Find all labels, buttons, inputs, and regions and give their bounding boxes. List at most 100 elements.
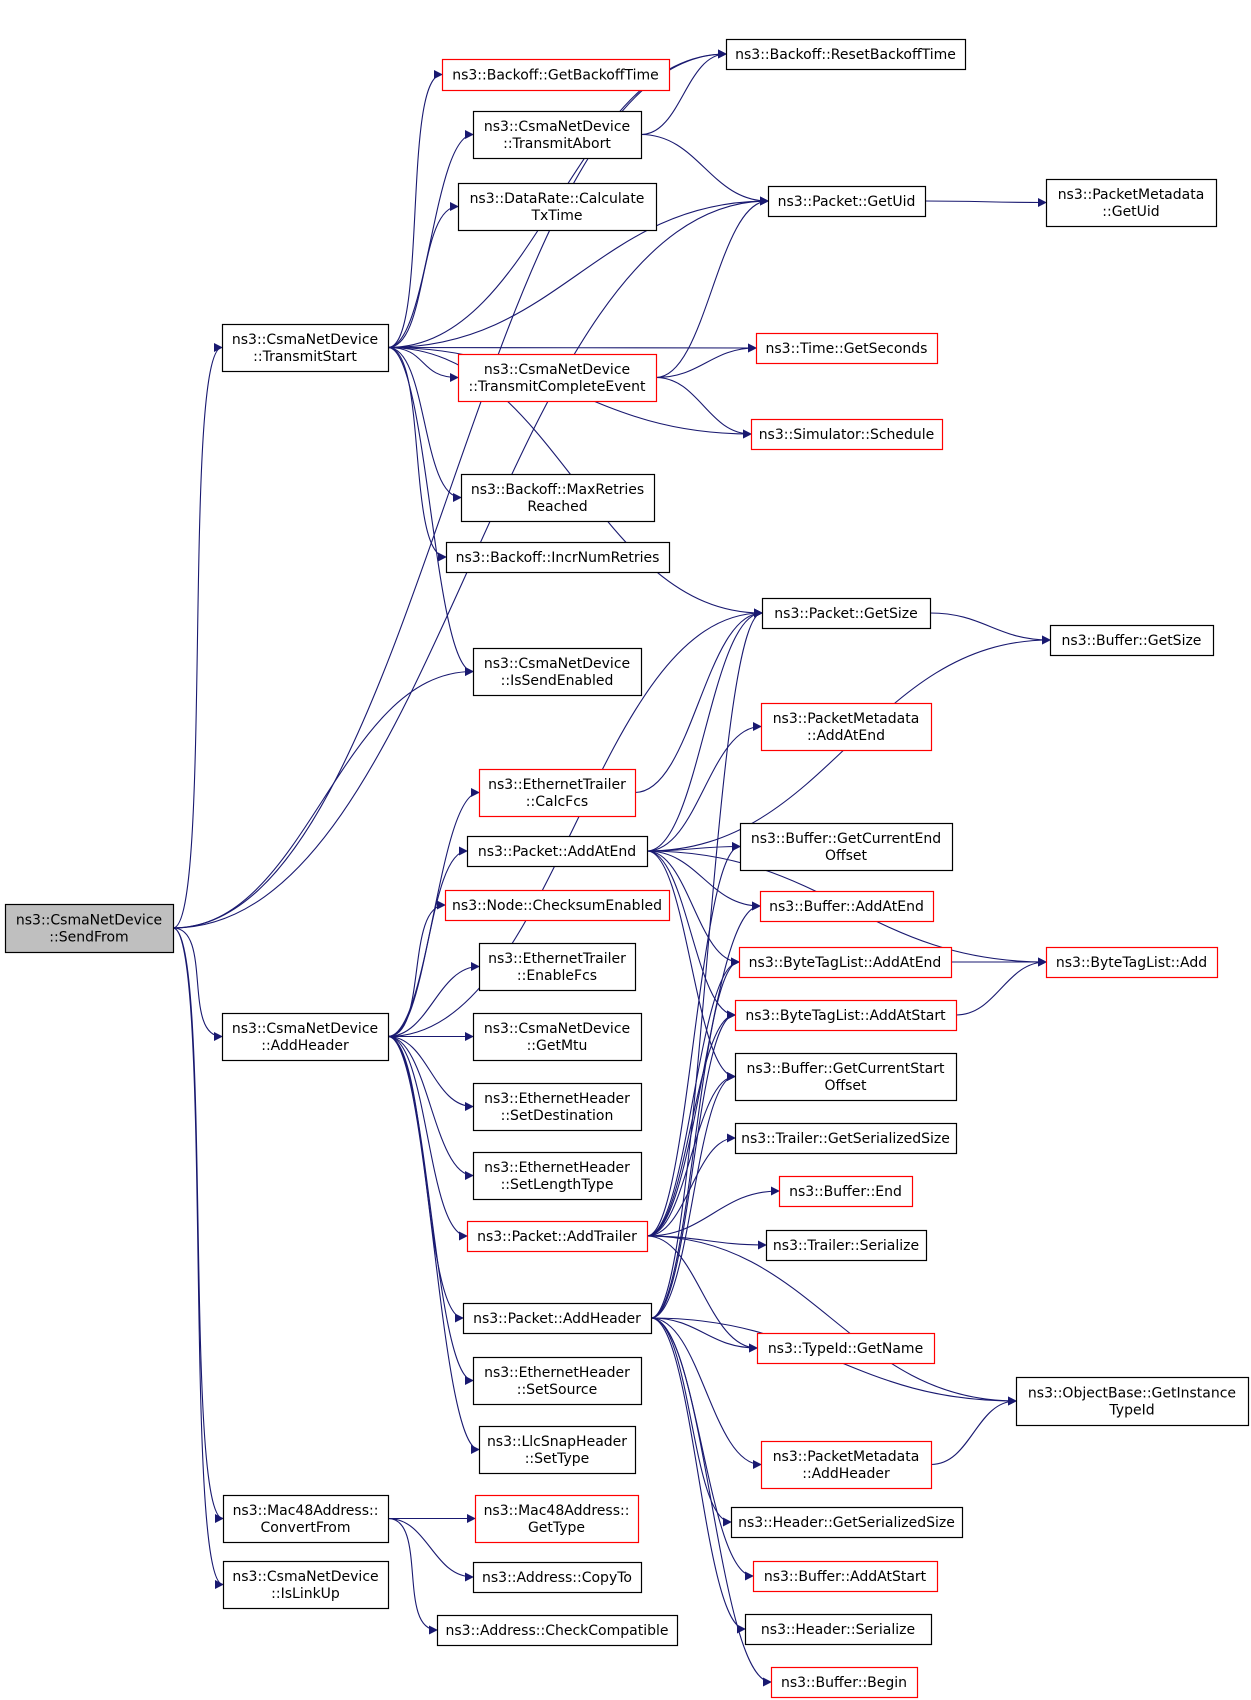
graph-node[interactable]: ns3::Packet::GetUid — [767, 185, 927, 218]
node-label: ::TransmitCompleteEvent — [468, 379, 646, 395]
graph-node[interactable]: ns3::EthernetTrailer::CalcFcs — [478, 768, 637, 818]
graph-node[interactable]: ns3::Trailer::Serialize — [765, 1229, 928, 1262]
node-box — [436, 1614, 679, 1647]
graph-node[interactable]: ns3::CsmaNetDevice::IsSendEnabled — [472, 647, 643, 697]
graph-node[interactable]: ns3::CsmaNetDevice::GetMtu — [472, 1012, 643, 1062]
graph-node[interactable]: ns3::Buffer::AddAtEnd — [759, 890, 935, 923]
graph-node[interactable]: ns3::CsmaNetDevice::TransmitAbort — [472, 110, 643, 160]
node-label: ns3::Header::GetSerializedSize — [738, 1515, 955, 1531]
graph-node[interactable]: ns3::CsmaNetDevice::TransmitStart — [221, 323, 390, 373]
node-label: ::IsSendEnabled — [501, 673, 614, 689]
graph-node[interactable]: ns3::Header::GetSerializedSize — [730, 1506, 964, 1539]
node-label: ::GetUid — [1102, 204, 1159, 220]
node-label: ::SetLengthType — [501, 1177, 614, 1193]
graph-node[interactable]: ns3::Buffer::GetSize — [1049, 624, 1215, 657]
node-label: ns3::PacketMetadata — [1058, 187, 1205, 203]
node-label: ns3::EthernetHeader — [484, 1160, 630, 1176]
graph-node[interactable]: ns3::Mac48Address::ConvertFrom — [222, 1494, 390, 1544]
graph-node[interactable]: ns3::Buffer::AddAtStart — [752, 1560, 939, 1593]
edge-n26-to-n18 — [387, 846, 468, 1038]
node-label: ns3::Buffer::GetSize — [1062, 633, 1202, 649]
graph-node[interactable]: ns3::Packet::AddHeader — [462, 1302, 653, 1335]
node-box — [472, 110, 643, 160]
graph-node[interactable]: ns3::EthernetHeader::SetSource — [472, 1356, 643, 1406]
graph-node[interactable]: ns3::PacketMetadata::AddAtEnd — [760, 702, 933, 752]
node-box — [744, 1613, 933, 1646]
edge-n40-to-n38 — [930, 1396, 1017, 1466]
node-label: ns3::Packet::AddAtEnd — [478, 844, 636, 860]
graph-node[interactable]: ns3::TypeId::GetName — [756, 1332, 936, 1365]
edge-n33-to-n25 — [646, 1010, 736, 1237]
node-box — [222, 1560, 390, 1610]
node-label: Offset — [825, 848, 868, 864]
node-box — [444, 889, 671, 922]
node-label: ns3::Trailer::GetSerializedSize — [741, 1131, 950, 1147]
node-label: ns3::Address::CopyTo — [482, 1570, 632, 1586]
graph-node[interactable]: ns3::LlcSnapHeader::SetType — [478, 1425, 637, 1475]
node-label: ns3::Buffer::AddAtEnd — [769, 899, 924, 915]
graph-node[interactable]: ns3::PacketMetadata::AddHeader — [760, 1440, 933, 1490]
node-box — [756, 1332, 936, 1365]
graph-node[interactable]: ns3::Backoff::GetBackoffTime — [441, 58, 671, 92]
edge-n26-to-n37 — [387, 1035, 474, 1385]
node-label: ns3::DataRate::Calculate — [470, 191, 645, 207]
graph-node[interactable]: ns3::EthernetHeader::SetDestination — [472, 1082, 643, 1132]
edge-n18-to-n13 — [646, 608, 763, 852]
node-label: ns3::CsmaNetDevice — [484, 1021, 630, 1037]
node-label: ns3::Packet::GetUid — [778, 194, 916, 210]
graph-node[interactable]: ns3::PacketMetadata::GetUid — [1045, 178, 1218, 228]
graph-node[interactable]: ns3::ByteTagList::AddAtStart — [734, 999, 958, 1032]
node-label: ns3::Simulator::Schedule — [759, 427, 935, 443]
edge-n26-to-n20 — [387, 900, 446, 1038]
graph-node[interactable]: ns3::Backoff::IncrNumRetries — [445, 541, 671, 574]
graph-node[interactable]: ns3::Address::CopyTo — [472, 1561, 643, 1594]
graph-node[interactable]: ns3::CsmaNetDevice::SendFrom — [4, 903, 175, 954]
node-label: ns3::Buffer::End — [789, 1184, 902, 1200]
node-box — [738, 946, 953, 979]
edge-n35-to-n48 — [650, 1317, 746, 1634]
node-label: ns3::Buffer::Begin — [781, 1675, 907, 1691]
graph-node[interactable]: ns3::CsmaNetDevice::AddHeader — [221, 1012, 390, 1062]
node-label: ns3::EthernetHeader — [484, 1365, 630, 1381]
graph-node[interactable]: ns3::Packet::GetSize — [761, 597, 932, 630]
graph-node[interactable]: ns3::EthernetTrailer::EnableFcs — [478, 942, 637, 992]
node-box — [760, 702, 933, 752]
graph-node[interactable]: ns3::Packet::AddTrailer — [466, 1220, 649, 1253]
node-label: ::AddHeader — [802, 1466, 890, 1482]
graph-node[interactable]: ns3::Buffer::End — [778, 1175, 914, 1208]
graph-node[interactable]: ns3::Packet::AddAtEnd — [466, 835, 649, 868]
node-label: ::GetMtu — [527, 1038, 588, 1054]
graph-node[interactable]: ns3::Header::Serialize — [744, 1613, 933, 1646]
node-label: ns3::LlcSnapHeader — [487, 1434, 627, 1450]
node-label: ::CalcFcs — [526, 794, 588, 810]
node-label: ns3::CsmaNetDevice — [232, 1569, 378, 1585]
graph-node[interactable]: ns3::Address::CheckCompatible — [436, 1614, 679, 1647]
edge-n41-to-n45 — [387, 1517, 474, 1582]
graph-node[interactable]: ns3::CsmaNetDevice::TransmitCompleteEven… — [457, 353, 658, 403]
node-label: ::SetSource — [517, 1382, 598, 1398]
graph-node[interactable]: ns3::EthernetHeader::SetLengthType — [472, 1151, 643, 1201]
graph-node[interactable]: ns3::Buffer::Begin — [770, 1666, 919, 1699]
node-box — [457, 182, 658, 232]
graph-node[interactable]: ns3::Backoff::ResetBackoffTime — [725, 38, 967, 71]
graph-node[interactable]: ns3::Simulator::Schedule — [750, 418, 944, 451]
graph-node[interactable]: ns3::Trailer::GetSerializedSize — [734, 1122, 958, 1155]
edge-n26-to-n29 — [387, 1035, 474, 1111]
graph-node[interactable]: ns3::Mac48Address::GetType — [474, 1494, 640, 1544]
node-label: ns3::Backoff::IncrNumRetries — [456, 550, 660, 566]
edge-n1-to-n4 — [387, 130, 474, 349]
edge-n18-to-n22 — [646, 850, 740, 967]
graph-node[interactable]: ns3::ByteTagList::Add — [1045, 946, 1219, 979]
graph-node[interactable]: ns3::CsmaNetDevice::IsLinkUp — [222, 1560, 390, 1610]
graph-node[interactable]: ns3::Time::GetSeconds — [755, 332, 939, 365]
edge-n33-to-n19 — [646, 842, 741, 1237]
edge-n1-to-n12 — [387, 346, 447, 562]
graph-node[interactable]: ns3::Node::ChecksumEnabled — [444, 889, 671, 922]
edge-n17-to-n13 — [634, 608, 763, 794]
graph-node[interactable]: ns3::ByteTagList::AddAtEnd — [738, 946, 953, 979]
